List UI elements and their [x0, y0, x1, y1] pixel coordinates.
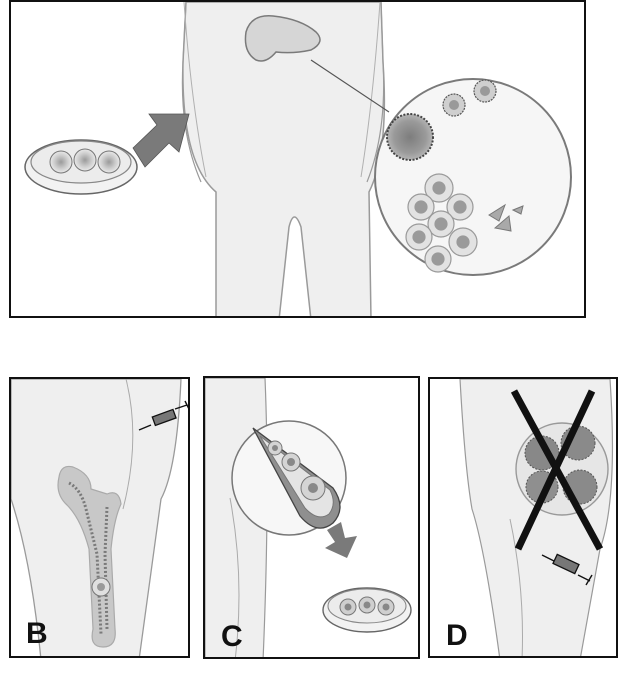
syringe-icon: [541, 553, 593, 586]
panel-a: [9, 0, 586, 318]
petri-dish-icon: [322, 587, 412, 633]
pancreas-icon: [244, 15, 321, 62]
panel-b: B: [9, 377, 190, 658]
panel-c-illustration: [205, 378, 412, 657]
panel-d-illustration: [459, 379, 614, 656]
panel-b-illustration: [11, 379, 188, 656]
panel-a-illustration: [24, 2, 572, 316]
human-body: [182, 2, 386, 316]
panel-label-b: B: [26, 617, 48, 650]
panel-label-d: D: [446, 619, 468, 652]
arrow-icon: [132, 113, 190, 168]
panel-label-c: C: [221, 620, 243, 653]
leg-outline: [459, 379, 614, 656]
arrow-icon: [325, 522, 357, 558]
bone-icon: [57, 465, 122, 648]
syringe-icon: [138, 400, 188, 431]
cross-icon: [510, 389, 604, 551]
panel-d: D: [428, 377, 618, 658]
panel-c: C: [203, 376, 420, 659]
islet-cluster: [405, 173, 478, 273]
petri-dish-icon: [24, 139, 138, 195]
